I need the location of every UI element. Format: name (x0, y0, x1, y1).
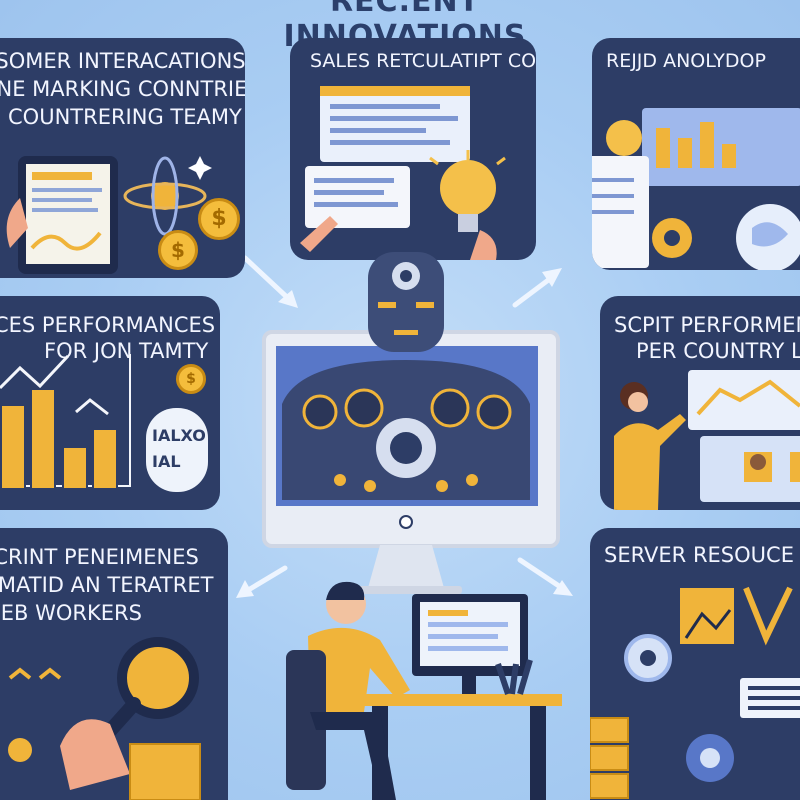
badge-text: IAL (152, 452, 181, 471)
panel-line-3: COUNTRERING TEAMY (8, 105, 242, 129)
arrow-bottom-right (517, 557, 568, 593)
panel-line-3: WEB WORKERS (0, 601, 142, 625)
panel-analytics: REJJD ANOLYDOP (592, 38, 800, 270)
arrowhead-bottom-left (236, 580, 254, 598)
panel-line-1: USOMER INTERACATIONS (0, 49, 245, 73)
panel-line-1: SCPIT PERFORMENC (614, 313, 800, 337)
presenter-illustration (614, 370, 800, 510)
badge: IALXO IAL (146, 408, 208, 492)
dashboard-illustration (592, 108, 800, 270)
chart-bar (92, 428, 118, 490)
server-illustration (590, 586, 800, 799)
panel-heading: REJJD ANOLYDOP (606, 50, 766, 72)
chart-bar (0, 404, 26, 490)
document-lightbulb-illustration (300, 86, 506, 260)
arrowhead-top-left (278, 290, 298, 308)
panel-line-2: FOR JON TAMTY (44, 339, 209, 363)
panel-line-1: ACES PERFORMANCES (0, 313, 216, 337)
chart-bar (30, 388, 56, 490)
panel-sales-performance: ACES PERFORMANCES FOR JON TAMTY IALXO IA… (0, 296, 220, 510)
panel-line-1: SCRINT PENEIMENES (0, 545, 199, 569)
coin-icon: $ (198, 198, 240, 240)
panel-web-workers: SCRINT PENEIMENES LIMATID AN TERATRET WE… (0, 528, 228, 800)
panel-heading: SALES RETCULATIPT COD (310, 50, 536, 72)
panel-customer-interactions: USOMER INTERACATIONS ONE MARKING CONNTRI… (0, 38, 245, 278)
panel-sales-calculation: SALES RETCULATIPT COD (290, 38, 536, 260)
arrow-bottom-left (242, 565, 288, 595)
panel-script-performance: SCPIT PERFORMENC PER COUNTRY LAKXA (600, 296, 800, 510)
badge-text: IALXO (152, 426, 206, 445)
arrowhead-top-right (542, 268, 562, 287)
tablet-illustration (6, 156, 212, 274)
panel-line-2: LIMATID AN TERATRET (0, 573, 214, 597)
arrow-top-left (242, 255, 293, 303)
chart-bar (62, 446, 88, 490)
panel-server-resource: SERVER RESOUCE SA (590, 528, 800, 800)
magnifier-illustration (8, 637, 201, 800)
panel-line-2: ONE MARKING CONNTRIE (0, 77, 245, 101)
panel-line-1: SERVER RESOUCE SA (604, 543, 800, 567)
arrowhead-bottom-right (553, 580, 573, 596)
coin-icon: $ (158, 230, 198, 270)
panel-line-2: PER COUNTRY LAKXA (636, 339, 800, 363)
coin-icon: $ (176, 364, 206, 394)
